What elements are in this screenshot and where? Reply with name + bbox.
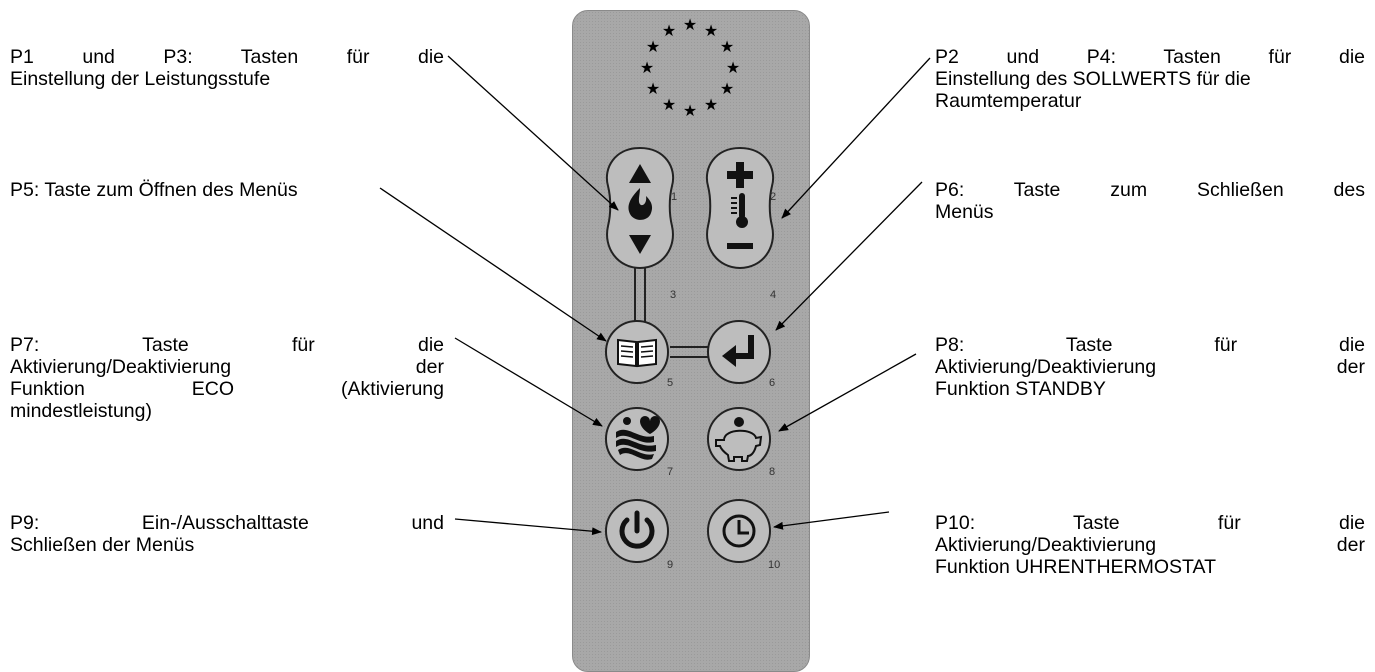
clock-button[interactable]: 10 [707,499,780,571]
label-p6: P6: Taste zum Schließen des Menüs [935,179,1365,223]
leader-arrow-p1-p3 [447,55,619,211]
plus-icon [727,162,753,188]
label-line: P2 und P4: Tasten für die [935,46,1365,68]
svg-text:★: ★ [646,37,660,56]
label-line: P7: Taste für die [10,334,444,356]
book-icon [617,338,657,368]
minus-icon [727,243,753,249]
clock-icon [722,514,756,548]
label-line: Menüs [935,201,994,223]
svg-text:★: ★ [720,37,734,56]
label-line: Funktion STANDBY [935,378,1106,400]
button-number-9: 9 [667,559,673,571]
svg-text:★: ★ [683,15,697,34]
label-p5: P5: Taste zum Öffnen des Menüs [10,179,444,201]
button-number-4: 4 [770,289,776,301]
label-line: Einstellung des SOLLWERTS für die [935,68,1251,90]
label-line: Aktivierung/Deaktivierung der [935,356,1365,378]
label-line: Schließen der Menüs [10,534,195,556]
label-line: P8: Taste für die [935,334,1365,356]
label-line: mindestleistung) [10,400,152,422]
temperature-button-group: 2 4 [705,146,776,301]
svg-text:★: ★ [720,79,734,98]
leader-arrow-p9 [454,518,602,536]
svg-text:★: ★ [704,21,718,40]
temp-up-button[interactable] [727,162,753,188]
button-number-2: 2 [770,191,776,203]
button-number-8: 8 [769,466,775,478]
enter-arrow-icon [722,335,754,367]
svg-text:★: ★ [726,58,740,77]
svg-text:★: ★ [704,95,718,114]
eu-stars-icon: ★ ★ ★ ★ ★ ★ ★ ★ ★ ★ ★ ★ [640,15,740,120]
flame-icon [628,188,653,220]
label-line: P5: Taste zum Öffnen des Menüs [10,179,298,201]
connector-line [670,346,708,358]
label-line: P10: Taste für die [935,512,1365,534]
button-number-1: 1 [671,191,677,203]
remote-diagram: ★ ★ ★ ★ ★ ★ ★ ★ ★ ★ ★ ★ 1 3 [379,15,931,571]
label-line: Aktivierung/Deaktivierung der [10,356,444,378]
svg-text:★: ★ [662,21,676,40]
svg-text:★: ★ [683,101,697,120]
button-number-5: 5 [667,377,673,389]
leader-arrow-p6 [775,181,923,331]
label-p1-p3: P1 und P3: Tasten für die Einstellung de… [10,46,444,90]
svg-text:★: ★ [662,95,676,114]
leader-arrow-p8 [778,353,917,432]
button-number-6: 6 [769,377,775,389]
temp-down-button[interactable] [727,243,753,249]
power-button[interactable]: 9 [605,499,673,571]
button-number-3: 3 [670,289,676,301]
label-line: Aktivierung/Deaktivierung der [935,534,1365,556]
power-up-button[interactable] [629,164,651,183]
power-down-button[interactable] [629,235,651,254]
label-line: Raumtemperatur [935,90,1082,112]
leader-arrow-p2-p4 [781,57,931,219]
label-line: P6: Taste zum Schließen des [935,179,1365,201]
eco-icon [616,416,660,460]
connector-line [634,268,646,322]
label-p10: P10: Taste für die Aktivierung/Deaktivie… [935,512,1365,578]
button-number-7: 7 [667,466,673,478]
power-icon [619,510,655,549]
enter-button[interactable]: 6 [707,320,775,389]
label-p2-p4: P2 und P4: Tasten für die Einstellung de… [935,46,1365,112]
triangle-down-icon [629,235,651,254]
label-line: P9: Ein-/Ausschalttaste und [10,512,444,534]
leader-arrow-p5 [379,187,607,342]
power-level-button-group: 1 3 [605,146,677,301]
label-p8: P8: Taste für die Aktivierung/Deaktivier… [935,334,1365,400]
svg-text:★: ★ [646,79,660,98]
svg-text:★: ★ [640,58,654,77]
label-line: Funktion ECO (Aktivierung [10,378,444,400]
thermometer-icon [731,193,748,228]
eco-button[interactable]: 7 [605,407,673,478]
leader-arrow-p7 [454,337,603,427]
standby-button[interactable]: 8 [707,407,775,478]
label-p7: P7: Taste für die Aktivierung/Deaktivier… [10,334,444,422]
label-line: P1 und P3: Tasten für die [10,46,444,68]
label-line: Funktion UHRENTHERMOSTAT [935,556,1216,578]
button-number-10: 10 [768,559,780,571]
menu-button[interactable]: 5 [605,320,673,389]
leader-arrow-p10 [773,511,890,530]
piggy-bank-icon [715,417,763,462]
triangle-up-icon [629,164,651,183]
label-line: Einstellung der Leistungsstufe [10,68,271,90]
label-p9: P9: Ein-/Ausschalttaste und Schließen de… [10,512,444,556]
